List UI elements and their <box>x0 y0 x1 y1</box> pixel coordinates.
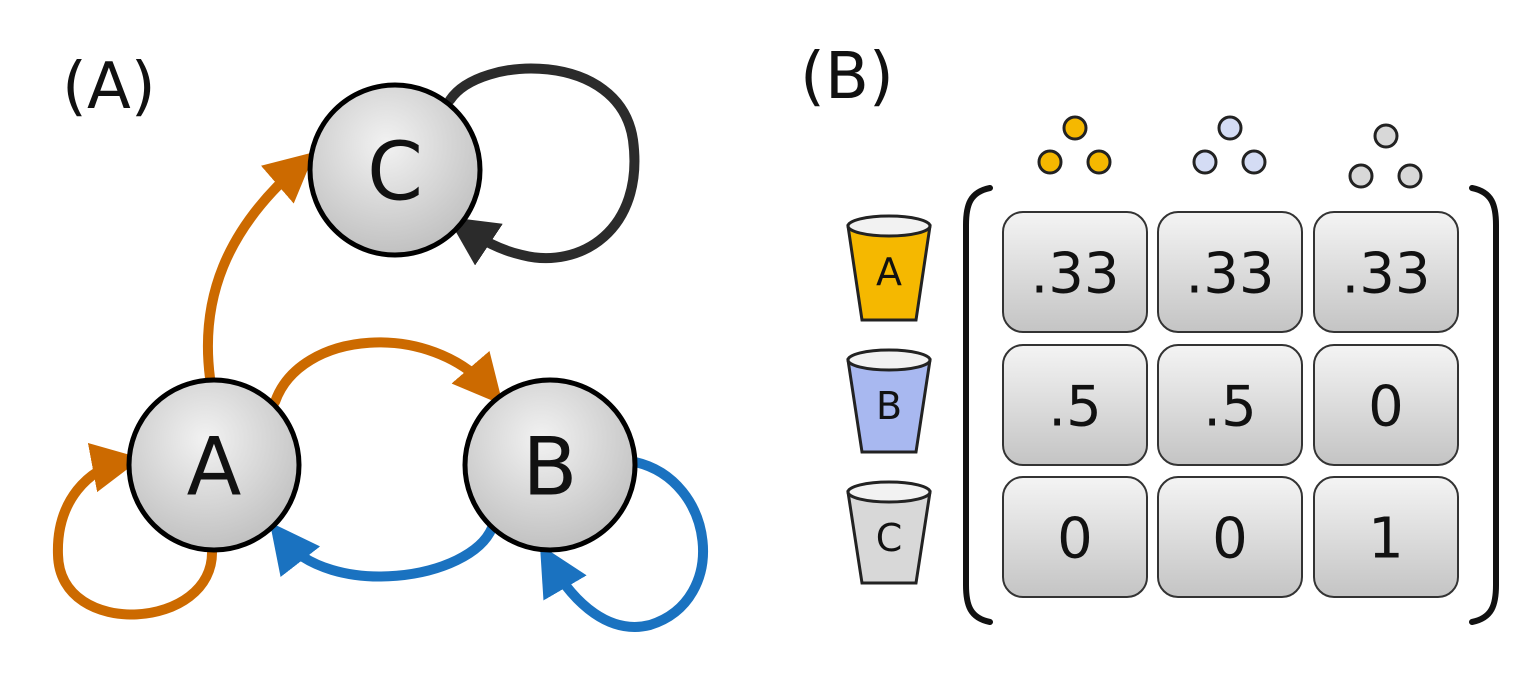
matrix-row-a: .33 .33 .33 <box>1002 211 1459 333</box>
edge-a-to-b <box>270 337 504 407</box>
column-header-b-icon <box>1192 115 1267 175</box>
node-c-label: C <box>367 126 423 219</box>
cup-c-icon: C <box>846 480 932 585</box>
matrix-right-bracket <box>1469 185 1499 625</box>
node-b: B <box>462 377 638 553</box>
matrix-cell: .33 <box>1185 242 1274 307</box>
edge-b-self-loop <box>539 457 708 632</box>
matrix-left-bracket <box>963 185 993 625</box>
panel-a-label: (A) <box>62 50 156 124</box>
matrix-cell: 1 <box>1368 507 1404 572</box>
edge-a-self-loop <box>52 442 218 620</box>
edge-a-to-c <box>202 151 316 383</box>
matrix-cell: .5 <box>1203 375 1256 440</box>
matrix-row-b: .5 .5 0 <box>1002 344 1459 466</box>
panel-b-label: (B) <box>800 40 894 114</box>
matrix-cell: .33 <box>1030 242 1119 307</box>
cup-b-icon: B <box>846 348 932 454</box>
row-label-b: B <box>876 384 902 428</box>
matrix-cell: 0 <box>1057 507 1093 572</box>
panel-b: (B) A B C <box>800 40 1499 625</box>
column-header-a-icon <box>1037 115 1112 175</box>
matrix-cell: 0 <box>1368 375 1404 440</box>
column-header-c-icon <box>1348 123 1423 189</box>
node-c: C <box>307 82 483 258</box>
matrix-cell: .33 <box>1341 242 1430 307</box>
matrix-row-c: 0 0 1 <box>1002 476 1459 598</box>
matrix-cell: .5 <box>1048 375 1101 440</box>
edge-c-self-loop <box>445 63 640 266</box>
cup-a-icon: A <box>846 214 932 322</box>
node-a-label: A <box>187 421 242 514</box>
matrix-cell: 0 <box>1212 507 1248 572</box>
row-label-c: C <box>876 516 903 560</box>
edge-b-to-a <box>269 522 497 582</box>
node-a: A <box>126 377 302 553</box>
panel-a: (A) C A B <box>52 50 708 632</box>
node-b-label: B <box>523 421 578 514</box>
row-label-a: A <box>876 250 902 294</box>
